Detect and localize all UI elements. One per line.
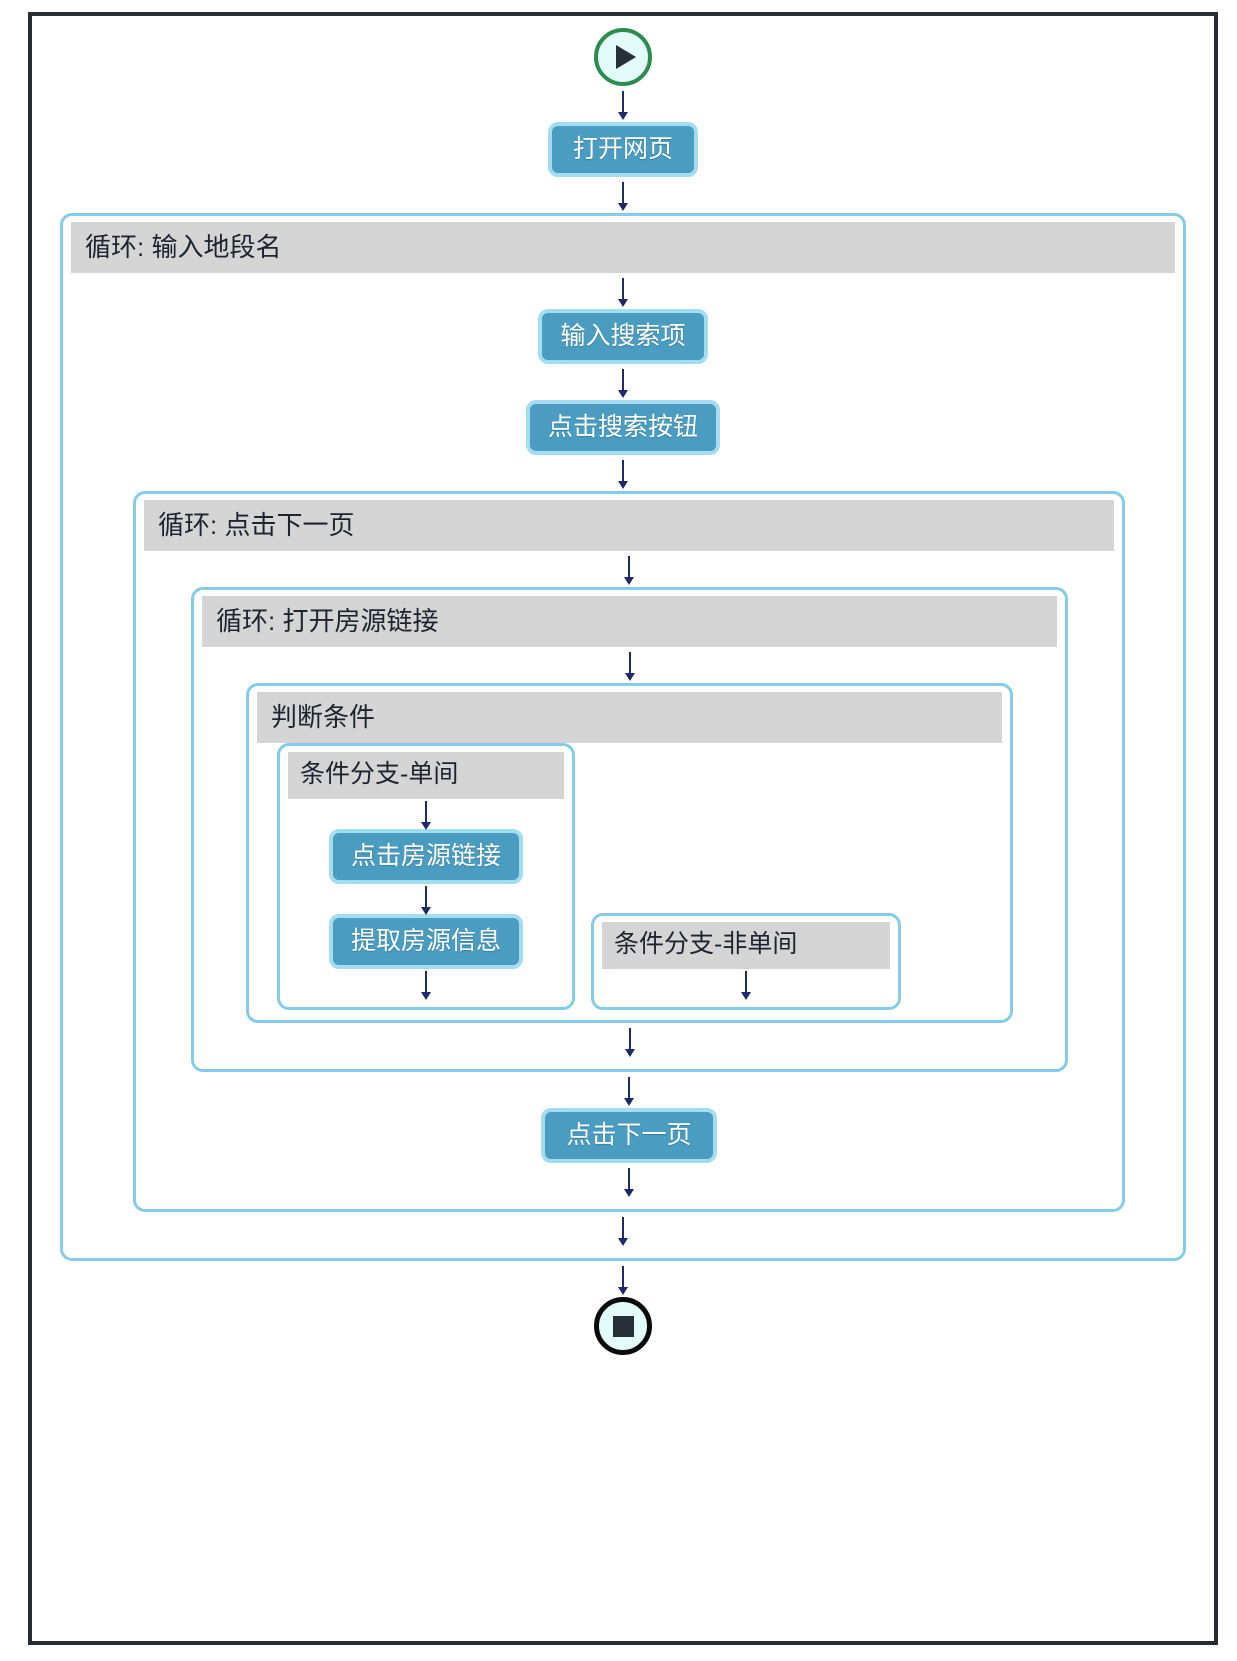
- condition-block-header: 判断条件: [257, 692, 1002, 743]
- end-node[interactable]: [594, 1297, 652, 1355]
- loop-input-district-body: 输入搜索项 点击搜索按钮 循环: 点击下一页: [63, 273, 1183, 1248]
- condition-branch-row: 条件分支-单间 点击房源链接: [249, 743, 1010, 1010]
- step-click-listing-link[interactable]: 点击房源链接: [328, 829, 523, 884]
- branch-not-single-room[interactable]: 条件分支-非单间: [591, 913, 901, 1010]
- loop-input-district[interactable]: 循环: 输入地段名 输入搜索项 点击搜索按钮: [60, 213, 1186, 1261]
- play-icon: [616, 45, 636, 69]
- arrow-shaft-icon: [421, 801, 431, 830]
- arrow-shaft-icon: [618, 91, 628, 120]
- branch-not-single-room-wrap: 条件分支-非单间: [591, 743, 901, 1010]
- condition-block-body: 条件分支-单间 点击房源链接: [249, 743, 1010, 1010]
- connector-arrow: [194, 647, 1065, 683]
- connector-arrow: [63, 1212, 1183, 1248]
- step-click-search-row: 点击搜索按钮: [63, 400, 1183, 455]
- connector-arrow: [60, 177, 1186, 213]
- arrow-shaft-icon: [624, 652, 635, 681]
- connector-arrow: [63, 273, 1183, 309]
- connector-arrow: [60, 86, 1186, 122]
- start-node[interactable]: [594, 28, 652, 86]
- branch-single-room[interactable]: 条件分支-单间 点击房源链接: [277, 743, 575, 1010]
- step-open-page-row: 打开网页: [60, 122, 1186, 177]
- connector-arrow: [60, 1261, 1186, 1297]
- arrow-shaft-icon: [624, 1028, 635, 1057]
- connector-arrow: [63, 455, 1183, 491]
- connector-arrow: [63, 364, 1183, 400]
- arrow-shaft-icon: [618, 460, 628, 489]
- arrow-shaft-icon: [421, 886, 431, 915]
- arrow-shaft-icon: [624, 1077, 634, 1106]
- loop-open-listing-link-body: 判断条件 条件分支-单间: [194, 647, 1065, 1059]
- arrow-shaft-icon: [618, 369, 628, 398]
- step-click-search-button[interactable]: 点击搜索按钮: [525, 400, 720, 455]
- arrow-shaft-icon: [618, 278, 628, 307]
- arrow-shaft-icon: [421, 971, 431, 1000]
- arrow-shaft-icon: [624, 1168, 634, 1197]
- branch-not-single-room-header: 条件分支-非单间: [602, 922, 890, 969]
- diagram-frame: 打开网页 循环: 输入地段名 输入搜索项: [28, 12, 1218, 1645]
- arrow-shaft-icon: [618, 182, 628, 211]
- connector-arrow: [136, 1072, 1122, 1108]
- arrow-shaft-icon: [741, 971, 751, 1000]
- start-node-row: [60, 28, 1186, 86]
- step-click-listing-link-row: 点击房源链接: [280, 829, 572, 884]
- loop-click-next-page[interactable]: 循环: 点击下一页 循环: 打开房源链接: [133, 491, 1125, 1212]
- connector-arrow: [136, 551, 1122, 587]
- step-open-page[interactable]: 打开网页: [548, 122, 698, 177]
- step-click-next-page-row: 点击下一页: [136, 1108, 1122, 1163]
- branch-single-room-header: 条件分支-单间: [288, 752, 564, 799]
- condition-block[interactable]: 判断条件 条件分支-单间: [246, 683, 1013, 1023]
- loop-open-listing-link-header: 循环: 打开房源链接: [202, 596, 1057, 647]
- loop-input-district-header: 循环: 输入地段名: [71, 222, 1175, 273]
- arrow-shaft-icon: [618, 1266, 628, 1295]
- stop-icon: [612, 1315, 634, 1337]
- step-extract-listing-info[interactable]: 提取房源信息: [328, 914, 523, 969]
- flow-column: 打开网页 循环: 输入地段名 输入搜索项: [32, 16, 1214, 1641]
- end-node-row: [60, 1297, 1186, 1355]
- connector-arrow: [280, 799, 572, 830]
- branch-spacer: [591, 743, 901, 913]
- step-input-search[interactable]: 输入搜索项: [538, 309, 708, 364]
- connector-arrow: [136, 1163, 1122, 1199]
- arrow-shaft-icon: [618, 1217, 628, 1246]
- connector-arrow: [280, 884, 572, 915]
- connector-arrow: [194, 1023, 1065, 1059]
- step-extract-listing-info-row: 提取房源信息: [280, 914, 572, 969]
- connector-arrow: [280, 969, 572, 1000]
- step-input-search-row: 输入搜索项: [63, 309, 1183, 364]
- loop-click-next-page-body: 循环: 打开房源链接 判断条件: [136, 551, 1122, 1199]
- loop-open-listing-link[interactable]: 循环: 打开房源链接 判断条件: [191, 587, 1068, 1072]
- connector-arrow: [594, 969, 898, 1000]
- loop-click-next-page-header: 循环: 点击下一页: [144, 500, 1114, 551]
- step-click-next-page[interactable]: 点击下一页: [541, 1108, 717, 1163]
- arrow-shaft-icon: [624, 556, 634, 585]
